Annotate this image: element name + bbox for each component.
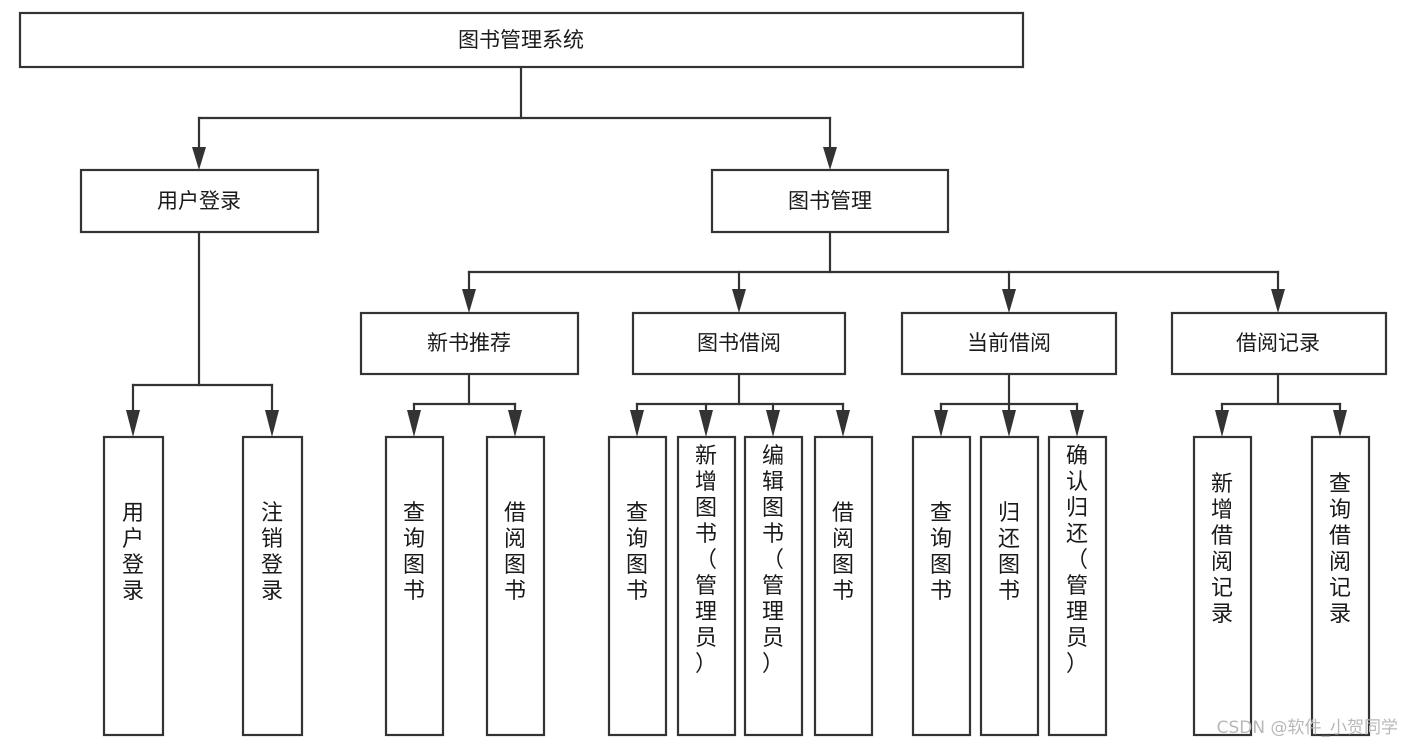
arrow-head-leaf-query-record bbox=[1333, 410, 1347, 437]
arrow-head-leaf-query-book-3 bbox=[934, 410, 948, 437]
csdn-watermark: CSDN @软件_小贺同学 bbox=[1217, 718, 1398, 738]
leaf-node[interactable]: 查询图书 bbox=[911, 435, 972, 737]
node-new-book-recommend[interactable]: 新书推荐 bbox=[359, 311, 580, 376]
arrow-head-book-borrow bbox=[732, 289, 746, 313]
leaf-add-record-label: 新增借阅记录 bbox=[1211, 472, 1233, 627]
leaf-node[interactable]: 查询图书 bbox=[607, 435, 668, 737]
node-book-management-label: 图书管理 bbox=[788, 189, 872, 213]
leaf-edit-book-label: 编辑图书（管理员） bbox=[762, 444, 784, 677]
leaf-confirm-return-label: 确认归还（管理员） bbox=[1066, 444, 1088, 677]
node-book-management-box[interactable] bbox=[710, 168, 950, 234]
leaf-edit-book-box[interactable] bbox=[743, 435, 804, 737]
connector-group-new-book-recommend bbox=[407, 372, 522, 437]
arrow-head-leaf-query-book-1 bbox=[407, 410, 421, 437]
arrow-head-current-borrow bbox=[1002, 289, 1016, 313]
connector-group-user-login bbox=[126, 230, 279, 437]
leaf-node[interactable]: 用户登录 bbox=[102, 435, 165, 737]
leaf-node[interactable]: 编辑图书（管理员） bbox=[743, 435, 804, 737]
leaf-query-book-1-box[interactable] bbox=[384, 435, 445, 737]
leaf-query-book-3-box[interactable] bbox=[911, 435, 972, 737]
arrow-head-leaf-add-record bbox=[1215, 410, 1229, 437]
connector-group-root bbox=[192, 65, 837, 170]
connector-group-book-borrow bbox=[630, 372, 850, 437]
node-borrow-record-box[interactable] bbox=[1170, 311, 1388, 376]
node-user-login-label: 用户登录 bbox=[157, 189, 241, 213]
node-book-borrow[interactable]: 图书借阅 bbox=[631, 311, 847, 376]
node-root[interactable]: 图书管理系统 bbox=[18, 11, 1025, 69]
node-new-book-recommend-box[interactable] bbox=[359, 311, 580, 376]
arrow-head-leaf-return-book bbox=[1002, 410, 1016, 437]
leaf-node[interactable]: 新增图书（管理员） bbox=[676, 435, 737, 737]
node-borrow-record-label: 借阅记录 bbox=[1236, 331, 1320, 355]
leaf-query-book-1-label: 查询图书 bbox=[403, 501, 425, 604]
arrow-head-leaf-edit-book bbox=[766, 410, 780, 437]
arrow-head-leaf-borrow-book-1 bbox=[508, 410, 522, 437]
connector-group-book-management bbox=[462, 230, 1285, 313]
node-user-login[interactable]: 用户登录 bbox=[79, 168, 320, 234]
leaf-borrow-book-2-box[interactable] bbox=[813, 435, 874, 737]
leaf-node[interactable]: 确认归还（管理员） bbox=[1047, 435, 1108, 737]
arrow-head-leaf-query-book-2 bbox=[630, 410, 644, 437]
leaf-query-book-2-label: 查询图书 bbox=[626, 501, 648, 604]
leaf-node[interactable]: 查询图书 bbox=[384, 435, 445, 737]
leaf-node[interactable]: 新增借阅记录 bbox=[1192, 435, 1253, 737]
leaf-query-record-label: 查询借阅记录 bbox=[1329, 472, 1351, 627]
node-current-borrow-label: 当前借阅 bbox=[967, 331, 1051, 355]
node-root-box[interactable] bbox=[18, 11, 1025, 69]
leaf-node[interactable]: 借阅图书 bbox=[813, 435, 874, 737]
leaf-add-record-box[interactable] bbox=[1192, 435, 1253, 737]
node-current-borrow-box[interactable] bbox=[900, 311, 1118, 376]
leaf-query-record-box[interactable] bbox=[1310, 435, 1371, 737]
leaf-return-book-label: 归还图书 bbox=[998, 501, 1020, 604]
leaf-node[interactable]: 归还图书 bbox=[979, 435, 1040, 737]
leaf-user-login-label: 用户登录 bbox=[122, 501, 144, 604]
leaf-add-book-box[interactable] bbox=[676, 435, 737, 737]
node-borrow-record[interactable]: 借阅记录 bbox=[1170, 311, 1388, 376]
leaf-return-book-box[interactable] bbox=[979, 435, 1040, 737]
leaf-query-book-3-label: 查询图书 bbox=[930, 501, 952, 604]
node-book-borrow-box[interactable] bbox=[631, 311, 847, 376]
leaf-borrow-book-1-label: 借阅图书 bbox=[504, 501, 526, 604]
node-book-borrow-label: 图书借阅 bbox=[697, 331, 781, 355]
arrow-head-leaf-logout-login bbox=[265, 410, 279, 437]
leaf-query-book-2-box[interactable] bbox=[607, 435, 668, 737]
leaf-borrow-book-2-label: 借阅图书 bbox=[832, 501, 854, 604]
arrow-head-user-login bbox=[192, 147, 206, 170]
leaf-logout-login-label: 注销登录 bbox=[261, 501, 283, 604]
leaf-node[interactable]: 注销登录 bbox=[241, 435, 304, 737]
leaf-confirm-return-box[interactable] bbox=[1047, 435, 1108, 737]
node-book-management[interactable]: 图书管理 bbox=[710, 168, 950, 234]
leaf-borrow-book-1-box[interactable] bbox=[485, 435, 546, 737]
arrow-head-leaf-borrow-book-2 bbox=[836, 410, 850, 437]
leaf-user-login-box[interactable] bbox=[102, 435, 165, 737]
connector-group-borrow-record bbox=[1215, 372, 1347, 437]
arrow-head-borrow-record bbox=[1271, 289, 1285, 313]
node-user-login-box[interactable] bbox=[79, 168, 320, 234]
node-current-borrow[interactable]: 当前借阅 bbox=[900, 311, 1118, 376]
arrow-head-new-book-recommend bbox=[462, 289, 476, 313]
leaf-node[interactable]: 借阅图书 bbox=[485, 435, 546, 737]
connector-group-current-borrow bbox=[934, 372, 1084, 437]
arrow-head-book-management bbox=[823, 147, 837, 170]
node-new-book-recommend-label: 新书推荐 bbox=[427, 331, 511, 355]
node-root-label: 图书管理系统 bbox=[458, 28, 584, 52]
arrow-head-leaf-confirm-return bbox=[1070, 410, 1084, 437]
leaf-add-book-label: 新增图书（管理员） bbox=[695, 444, 717, 677]
leaf-node[interactable]: 查询借阅记录 bbox=[1310, 435, 1371, 737]
arrow-head-leaf-user-login bbox=[126, 410, 140, 437]
arrow-head-leaf-add-book bbox=[699, 410, 713, 437]
leaf-logout-login-box[interactable] bbox=[241, 435, 304, 737]
